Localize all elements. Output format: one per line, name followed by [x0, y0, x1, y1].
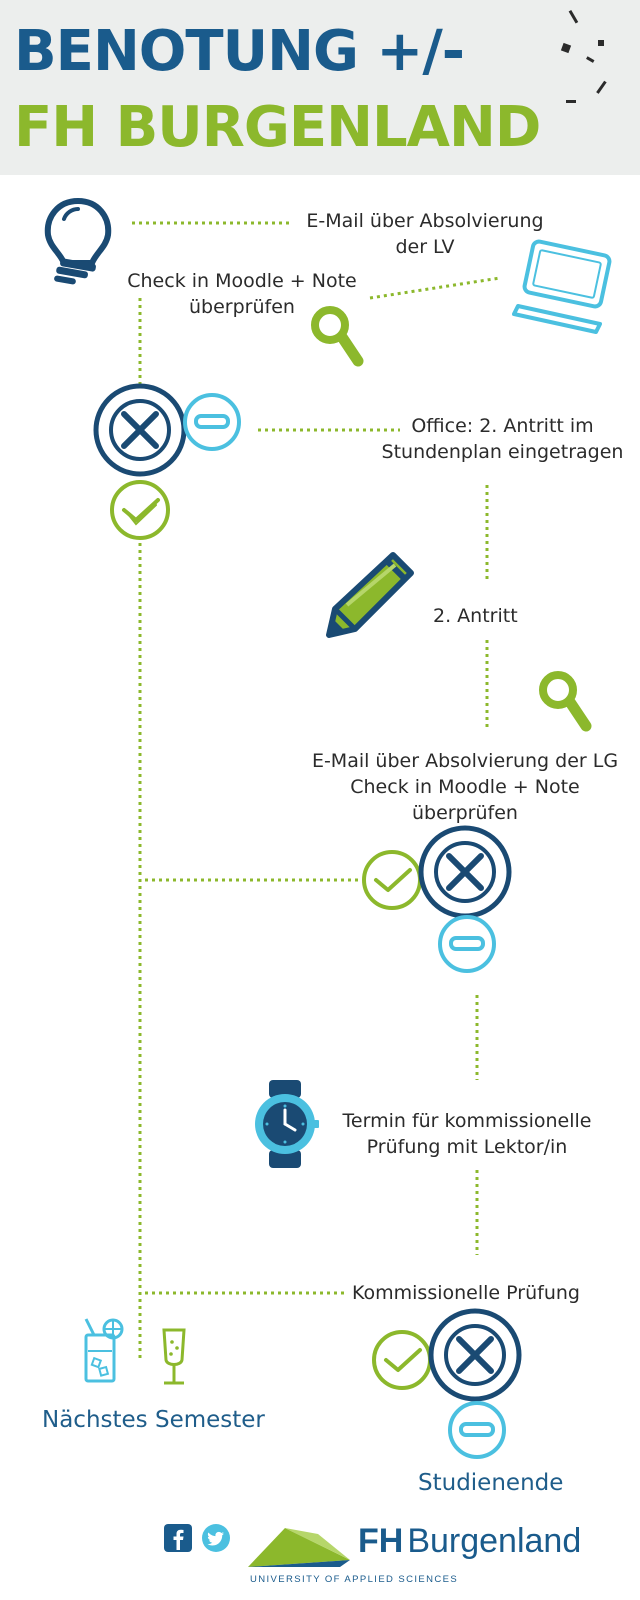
twitter-icon[interactable]: [202, 1524, 230, 1552]
title-line-1: BENOTUNG +/-: [14, 19, 465, 84]
connector-laptop: [369, 276, 501, 300]
magnifier-icon-2: [539, 671, 592, 732]
step-email-lv: E-Mail über Absolvierung der LV: [306, 210, 544, 258]
step-komm-pruefung: Kommissionelle Prüfung: [352, 1282, 580, 1304]
confetti-decoration: [560, 9, 607, 103]
champagne-icon: [162, 1328, 186, 1385]
laptop-icon: [512, 239, 612, 334]
brand-name: Burgenland: [407, 1522, 582, 1560]
facebook-icon[interactable]: [164, 1524, 192, 1552]
magnifier-icon-1: [311, 306, 364, 367]
check-icon-1: [110, 480, 170, 540]
title-line-2: FH BURGENLAND: [14, 95, 541, 160]
header-banner: [0, 0, 640, 175]
step-email-lg: E-Mail über Absolvierung der LG Check in…: [311, 750, 619, 824]
fail-x-icon-3: [428, 1308, 522, 1402]
cocktail-icon: [84, 1318, 124, 1383]
check-icon-2: [362, 850, 422, 910]
watch-icon: [255, 1080, 319, 1168]
lightbulb-icon: [44, 197, 112, 285]
minus-icon-1: [183, 393, 241, 451]
brand-fh: FH: [358, 1522, 404, 1560]
step-office: Office: 2. Antritt im Stundenplan einget…: [381, 415, 624, 463]
step-second-attempt: 2. Antritt: [433, 605, 518, 627]
outcome-study-end: Studienende: [418, 1470, 564, 1496]
fh-logo-shape: [248, 1528, 350, 1567]
fail-x-icon-1: [93, 383, 187, 477]
outcome-next-semester: Nächstes Semester: [42, 1407, 265, 1433]
step-check-moodle-1: Check in Moodle + Note überprüfen: [127, 270, 357, 318]
pencil-icon: [326, 552, 414, 638]
minus-icon-3: [448, 1401, 506, 1459]
step-termin: Termin für kommissionelle Prüfung mit Le…: [342, 1110, 592, 1158]
check-icon-3: [372, 1330, 432, 1390]
brand-tagline: UNIVERSITY OF APPLIED SCIENCES: [250, 1574, 459, 1585]
fail-x-icon-2: [418, 825, 512, 919]
minus-icon-2: [438, 915, 496, 973]
